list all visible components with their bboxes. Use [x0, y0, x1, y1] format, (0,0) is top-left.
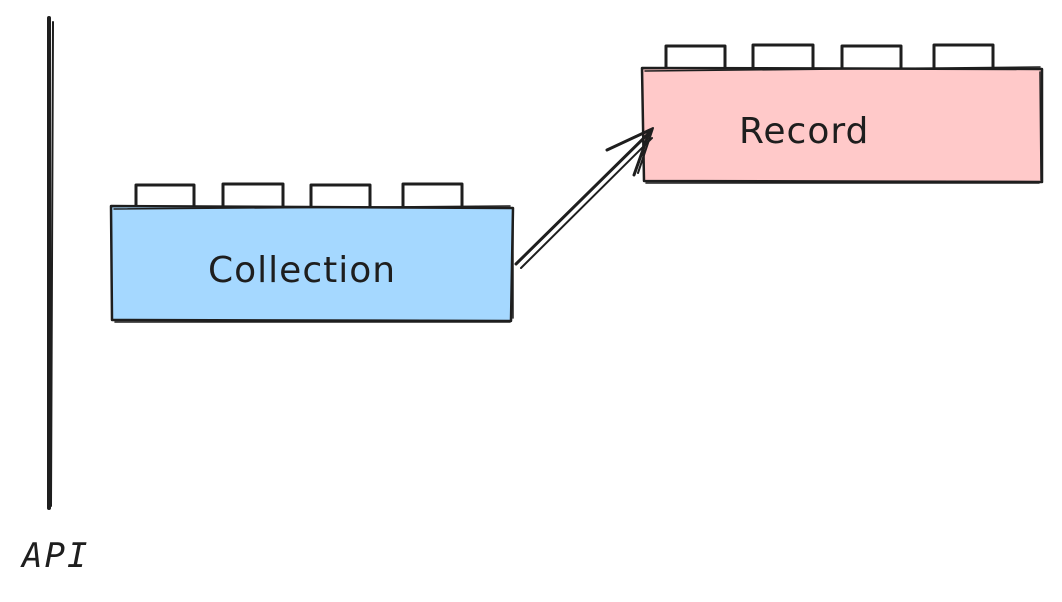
- record-label: Record: [739, 111, 869, 152]
- record-stud: [751, 43, 815, 71]
- record-brick: [640, 43, 1044, 184]
- collection-stud: [134, 183, 196, 210]
- record-body: [643, 68, 1042, 182]
- collection-body: [112, 207, 512, 321]
- collection-to-record-arrow: [514, 127, 654, 269]
- record-stud: [840, 44, 903, 71]
- collection-brick: [109, 182, 515, 323]
- record-stud: [664, 44, 727, 71]
- api-label: API: [20, 536, 89, 576]
- collection-stud: [401, 182, 464, 210]
- collection-stud: [309, 183, 372, 210]
- record-stud: [932, 43, 995, 71]
- collection-label: Collection: [208, 250, 396, 291]
- collection-stud: [221, 182, 285, 210]
- api-line: [47, 16, 54, 510]
